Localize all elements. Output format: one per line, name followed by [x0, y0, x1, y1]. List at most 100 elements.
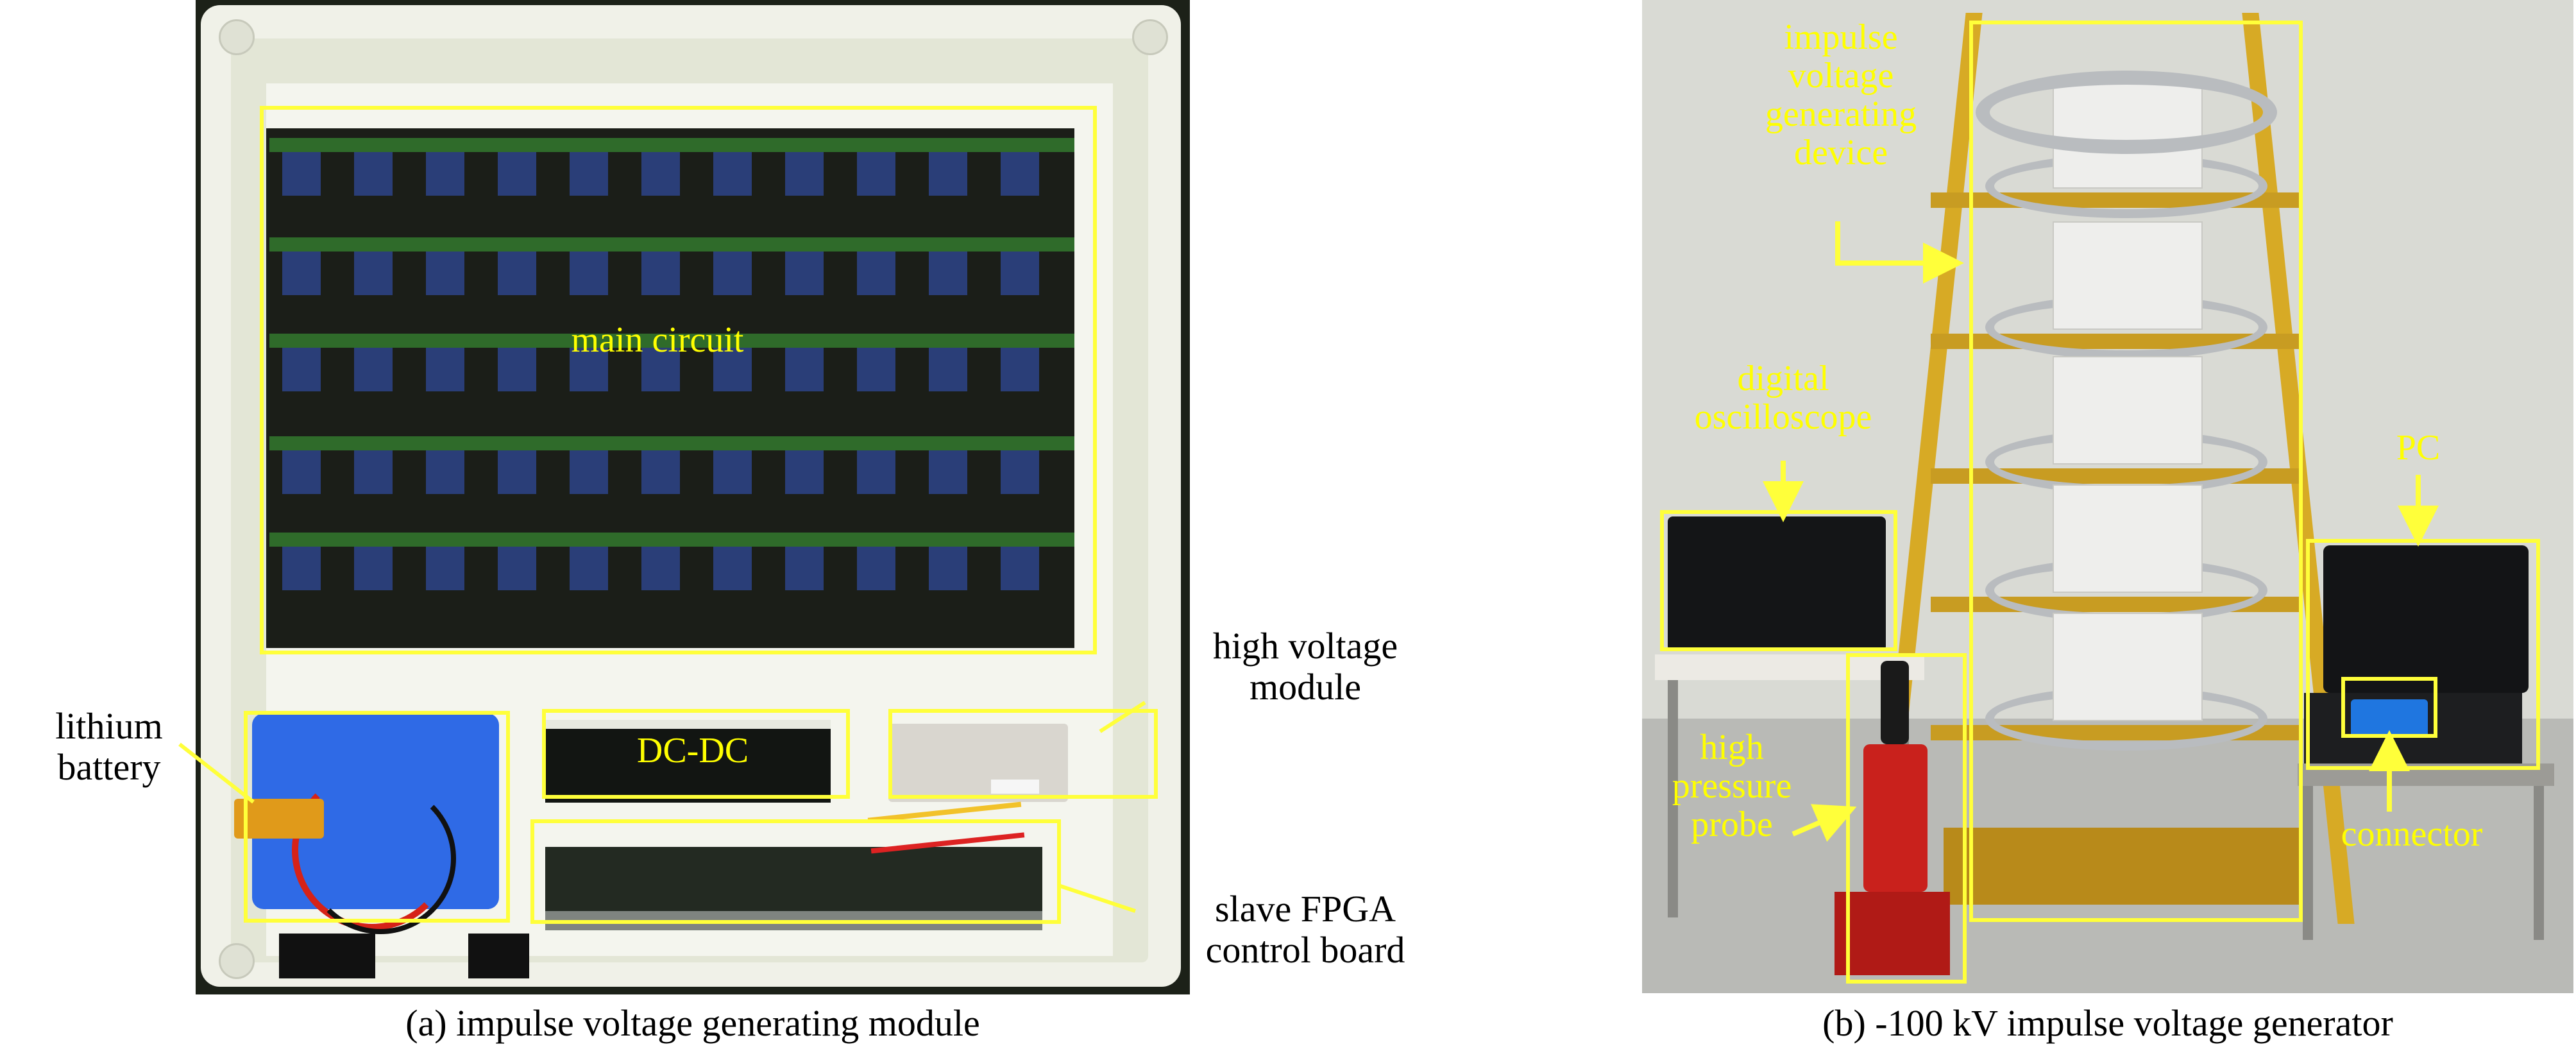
power-socket: [468, 934, 529, 978]
pcb-component: [713, 348, 752, 391]
pcb-component: [1001, 450, 1039, 494]
pcb-component: [1001, 348, 1039, 391]
pc-label: PC: [2396, 428, 2441, 468]
pcb-component: [426, 547, 464, 590]
lithium-battery-box: [244, 711, 510, 923]
pcb-component: [641, 348, 680, 391]
pcb-component: [713, 252, 752, 295]
pcb-component: [785, 547, 824, 590]
laptop-screen: [2323, 545, 2529, 693]
battery-cable-black: [305, 783, 456, 934]
pcb-component: [570, 152, 608, 196]
pcb-component: [785, 348, 824, 391]
oscilloscope-table: [1655, 654, 1924, 680]
dc-dc-board: [545, 720, 831, 803]
impulse-generator-photo: impulse voltage generating device digita…: [1642, 0, 2573, 993]
pcb-component: [570, 547, 608, 590]
high-voltage-module-box: [888, 709, 1158, 799]
pcb-component: [570, 450, 608, 494]
pcb-component: [426, 252, 464, 295]
voltage-module-box: [2053, 221, 2203, 330]
voltage-module-box: [2053, 613, 2203, 721]
probe-insulator: [1881, 661, 1909, 744]
high-voltage-module-label: high voltage module: [1212, 625, 1398, 708]
probe-label: high pressure probe: [1672, 728, 1792, 844]
pc-table-leg: [2303, 786, 2313, 940]
generating-device-box: [1969, 21, 2303, 922]
pcb-component: [426, 348, 464, 391]
pcb-component: [713, 152, 752, 196]
oscilloscope: [1668, 516, 1886, 651]
pcb-component: [785, 252, 824, 295]
pcb-component: [498, 450, 536, 494]
voltage-module-box: [2053, 356, 2203, 465]
pcb-component: [498, 348, 536, 391]
pcb-component: [713, 450, 752, 494]
power-switch: [279, 934, 375, 978]
probe-base: [1835, 892, 1950, 975]
oscilloscope-box: [1660, 510, 1897, 651]
pcb-component: [282, 152, 321, 196]
pcb-component: [354, 450, 393, 494]
pcb-component: [354, 252, 393, 295]
pcb-board: [269, 138, 1074, 152]
slave-fpga-box: [530, 819, 1061, 924]
pcb-component: [282, 252, 321, 295]
pcb-component: [426, 152, 464, 196]
pcb-component: [641, 547, 680, 590]
pcb-component: [354, 348, 393, 391]
caption-panel-a: (a) impulse voltage generating module: [405, 1002, 980, 1044]
dc-dc-box: [542, 709, 850, 799]
connector-box: [2341, 677, 2437, 738]
pcb-component: [641, 450, 680, 494]
frame-base: [1944, 828, 2303, 905]
pcb-component: [498, 547, 536, 590]
pcb-component: [498, 152, 536, 196]
pcb-component: [498, 252, 536, 295]
caption-panel-b: (b) -100 kV impulse voltage generator: [1822, 1002, 2393, 1044]
pcb-component: [929, 450, 967, 494]
pcb-component: [857, 348, 895, 391]
pcb-component: [354, 152, 393, 196]
impulse-module-photo: main circuit DC-DC: [196, 0, 1190, 994]
high-voltage-module-socket: [991, 780, 1039, 794]
pcb-component: [857, 450, 895, 494]
pcb-board: [269, 533, 1074, 547]
device-label: impulse voltage generating device: [1765, 17, 1917, 173]
pcb-component: [570, 348, 608, 391]
lithium-battery-label: lithium battery: [55, 705, 163, 788]
pcb-component: [929, 547, 967, 590]
probe-box: [1846, 653, 1967, 984]
pcb-component: [641, 252, 680, 295]
pcb-component: [713, 547, 752, 590]
pc-table-leg: [2534, 786, 2544, 940]
corner-screw: [219, 19, 255, 55]
oscilloscope-table-leg: [1668, 680, 1678, 917]
pcb-component: [641, 152, 680, 196]
pcb-component: [426, 450, 464, 494]
corner-screw: [219, 943, 255, 979]
battery-connector: [234, 799, 324, 839]
pcb-component: [785, 152, 824, 196]
pcb-component: [857, 252, 895, 295]
probe-body: [1863, 744, 1928, 892]
corner-screw: [1132, 19, 1168, 55]
voltage-module-box: [2053, 484, 2203, 593]
connector-label: connector: [2341, 814, 2483, 854]
pcb-component: [570, 252, 608, 295]
dc-dc-label: DC-DC: [636, 731, 749, 771]
main-circuit-label: main circuit: [571, 320, 744, 360]
pcb-component: [857, 152, 895, 196]
pcb-component: [929, 152, 967, 196]
pcb-component: [282, 450, 321, 494]
pcb-component: [929, 252, 967, 295]
pcb-component: [929, 348, 967, 391]
pcb-board: [269, 237, 1074, 252]
pcb-component: [354, 547, 393, 590]
oscilloscope-label: digital oscilloscope: [1694, 359, 1872, 437]
pcb-component: [1001, 252, 1039, 295]
pcb-component: [785, 450, 824, 494]
pcb-component: [282, 547, 321, 590]
pcb-component: [1001, 547, 1039, 590]
pcb-component: [1001, 152, 1039, 196]
